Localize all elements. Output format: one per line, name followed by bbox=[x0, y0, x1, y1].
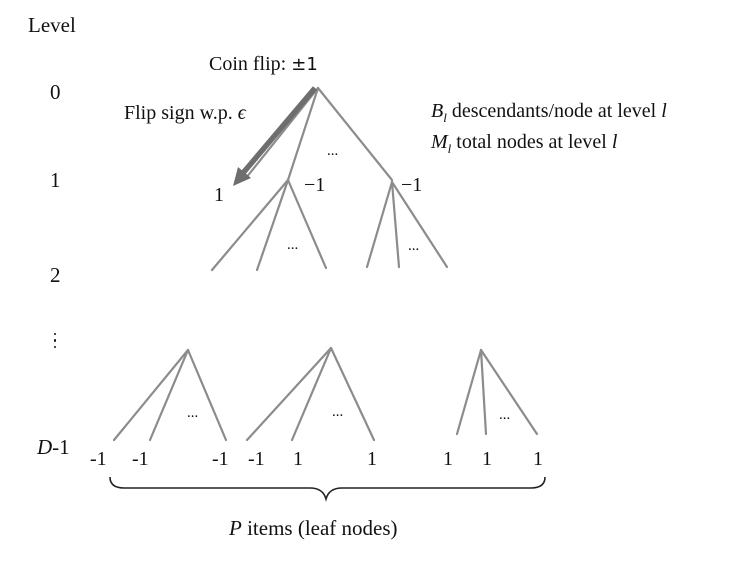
ellipsis-level1: ... bbox=[327, 143, 339, 159]
depth-symbol: D bbox=[37, 435, 53, 459]
flip-sign-text: Flip sign w.p. bbox=[124, 102, 238, 124]
level-last-label: D-1 bbox=[37, 437, 70, 458]
m-subscript: l bbox=[447, 141, 452, 156]
leaf-value: 1 bbox=[367, 448, 377, 470]
edge-s2-3 bbox=[329, 346, 376, 442]
level1-value-mid: −1 bbox=[304, 174, 326, 196]
edge-s1-3 bbox=[186, 348, 228, 442]
leaf-caption: P items (leaf nodes) bbox=[229, 518, 398, 539]
level-0-label: 0 bbox=[50, 80, 61, 104]
coin-flip-value: ±1 bbox=[291, 54, 318, 75]
edge-s2-2 bbox=[290, 346, 333, 442]
legend-line-2-var: l bbox=[611, 131, 618, 153]
flip-sign-label: Flip sign w.p. ϵ bbox=[124, 103, 246, 123]
level-header: Level bbox=[28, 13, 76, 37]
edge-l1b-2 bbox=[390, 180, 401, 269]
flip-arrow bbox=[233, 86, 318, 186]
edge-s3-2 bbox=[479, 348, 488, 436]
level-1-label: 1 bbox=[50, 168, 61, 192]
leaf-value: 1 bbox=[533, 448, 543, 470]
level1-value-left: 1 bbox=[214, 184, 224, 206]
edge-root-right bbox=[316, 86, 394, 182]
legend-line-2: Ml total nodes at level l bbox=[431, 132, 617, 155]
legend-line-1: Bl descendants/node at level l bbox=[431, 101, 667, 124]
edge-s1-2 bbox=[148, 348, 190, 442]
ellipsis-leaf-2: ... bbox=[332, 404, 344, 420]
p-symbol: P bbox=[229, 516, 242, 540]
leaf-brace bbox=[109, 476, 546, 503]
leaf-value: 1 bbox=[443, 448, 453, 470]
edge-l1a-1 bbox=[210, 178, 290, 272]
leaf-value: 1 bbox=[482, 448, 492, 470]
coin-flip-text: Coin flip: bbox=[209, 53, 292, 75]
vertical-ellipsis bbox=[54, 333, 57, 352]
leaf-value: 1 bbox=[293, 448, 303, 470]
epsilon-symbol: ϵ bbox=[237, 102, 246, 124]
legend-line-1-text: descendants/node at level bbox=[446, 100, 662, 122]
b-subscript: l bbox=[443, 110, 447, 125]
edge-l1a-2 bbox=[255, 178, 290, 272]
level-2-label: 2 bbox=[50, 263, 61, 287]
ellipsis-level2-a: ... bbox=[287, 237, 299, 253]
leaf-value: -1 bbox=[212, 448, 229, 470]
m-symbol: M bbox=[431, 131, 448, 153]
edge-l1b-1 bbox=[365, 180, 394, 269]
edge-l1a-3 bbox=[286, 178, 328, 270]
ellipsis-leaf-1: ... bbox=[187, 405, 199, 421]
edge-l1b-3 bbox=[390, 180, 449, 269]
level1-value-right: −1 bbox=[401, 174, 423, 196]
edge-s3-1 bbox=[455, 348, 483, 436]
legend-line-1-var: l bbox=[661, 100, 667, 122]
depth-suffix: -1 bbox=[52, 435, 70, 459]
leaf-caption-text: items (leaf nodes) bbox=[241, 516, 398, 540]
b-symbol: B bbox=[431, 100, 444, 122]
leaf-value: -1 bbox=[132, 448, 149, 470]
leaf-value: -1 bbox=[248, 448, 265, 470]
edge-s3-3 bbox=[479, 348, 539, 436]
edge-root-mid bbox=[286, 86, 320, 182]
ellipsis-level2-b: ... bbox=[408, 238, 420, 254]
coin-flip-label: Coin flip: ±1 bbox=[209, 54, 318, 74]
legend-line-2-text: total nodes at level bbox=[451, 131, 612, 153]
edge-s2-1 bbox=[245, 346, 333, 442]
ellipsis-leaf-3: ... bbox=[499, 407, 511, 423]
edge-s1-1 bbox=[112, 348, 190, 442]
edge-root-left bbox=[244, 86, 320, 180]
leaf-value: -1 bbox=[90, 448, 107, 470]
